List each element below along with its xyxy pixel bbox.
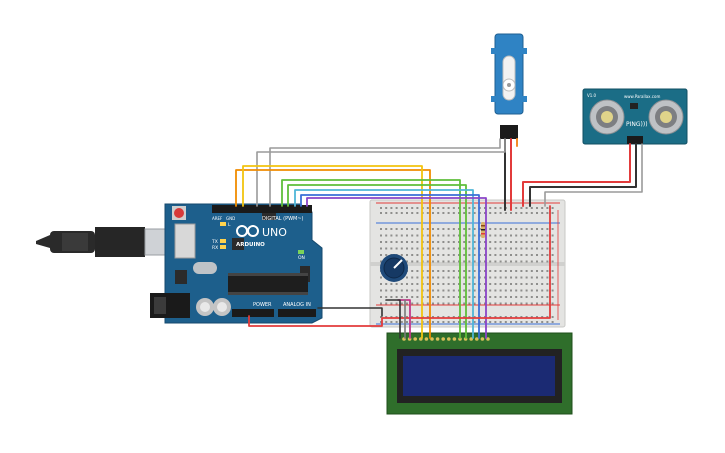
led-on — [298, 250, 304, 254]
breadboard-center-channel — [370, 262, 565, 266]
arduino-brand-label: ARDUINO — [236, 242, 265, 248]
transducer-right-core — [660, 111, 672, 123]
breadboard[interactable] — [369, 199, 566, 328]
lcd-screen — [403, 356, 555, 396]
capacitor-2-top — [217, 302, 227, 312]
chip-socket-top — [228, 273, 308, 276]
resistor[interactable] — [481, 222, 485, 238]
wire[interactable] — [287, 184, 467, 339]
infinity-logo-icon — [236, 225, 259, 237]
sensor-maker-label: www.Parallax.com — [624, 94, 660, 99]
wire[interactable] — [242, 165, 423, 339]
power-jack-inner — [154, 297, 166, 314]
led-rx — [220, 245, 226, 249]
wire[interactable] — [300, 194, 480, 339]
wire[interactable] — [544, 143, 643, 207]
wire[interactable] — [385, 299, 401, 339]
servo-horn-icon — [502, 55, 516, 101]
wire[interactable] — [281, 179, 461, 339]
sensor-name-label: PING))) — [626, 121, 648, 128]
resistor-band-2 — [481, 229, 485, 231]
power-label: POWER — [253, 302, 272, 308]
wire[interactable] — [397, 299, 411, 339]
gnd-label: GND — [226, 216, 235, 221]
servo-ear-top — [491, 48, 527, 54]
usb-plug-tip — [36, 235, 50, 248]
usb-cable[interactable] — [36, 227, 188, 257]
on-label: ON — [298, 255, 305, 261]
smd-chip — [232, 238, 244, 250]
digital-pins-label: DIGITAL (PWM~) — [262, 216, 304, 222]
rx-label: RX — [212, 245, 218, 251]
reset-button-cap — [174, 208, 184, 218]
capacitor-1-top — [200, 302, 210, 312]
wire[interactable] — [235, 169, 431, 339]
wire[interactable] — [256, 138, 506, 207]
atmega-chip — [228, 276, 308, 292]
pot-indicator — [393, 259, 403, 269]
chip-socket-bottom — [228, 292, 308, 295]
lcd-display[interactable] — [386, 332, 573, 415]
ultrasonic-sensor[interactable]: PING))) www.Parallax.com V1.0 — [582, 88, 688, 145]
resistor-band-1 — [481, 225, 485, 227]
led-tx — [220, 239, 226, 243]
icsp-header-2 — [262, 211, 276, 220]
wire[interactable] — [317, 307, 383, 317]
wire[interactable] — [248, 205, 551, 327]
aref-label: AREF — [212, 216, 223, 221]
wire[interactable] — [306, 197, 487, 339]
analog-in-label: ANALOG IN — [283, 302, 311, 308]
led-l-label: L — [228, 222, 231, 228]
crystal — [193, 262, 217, 274]
power-header[interactable] — [232, 309, 274, 317]
sensor-chip — [630, 103, 638, 109]
wire[interactable] — [522, 143, 631, 207]
transducer-left-core — [601, 111, 613, 123]
breadboard-holes — [380, 207, 554, 323]
wire[interactable] — [294, 189, 474, 339]
arduino-model-label: UNO — [262, 226, 287, 239]
usb-plug-grip — [62, 233, 88, 251]
potentiometer-icon[interactable] — [380, 254, 408, 282]
usb-port — [174, 223, 196, 259]
analog-header[interactable] — [278, 309, 316, 317]
arduino-uno-board[interactable]: UNO ARDUINO DIGITAL (PWM~) AREF GND L TX… — [150, 203, 323, 324]
servo-connector — [500, 125, 518, 139]
wire[interactable] — [269, 138, 501, 207]
wire[interactable] — [529, 143, 637, 207]
sensor-pins[interactable] — [627, 136, 643, 144]
digital-header[interactable] — [212, 205, 312, 213]
servo-motor[interactable] — [491, 33, 527, 139]
resistor-band-3 — [481, 233, 485, 235]
voltage-regulator — [175, 270, 187, 284]
wires — [235, 138, 643, 339]
tx-label: TX — [211, 239, 218, 245]
sensor-version-label: V1.0 — [587, 93, 597, 98]
led-l — [220, 222, 226, 226]
usb-cable-body — [95, 227, 145, 257]
